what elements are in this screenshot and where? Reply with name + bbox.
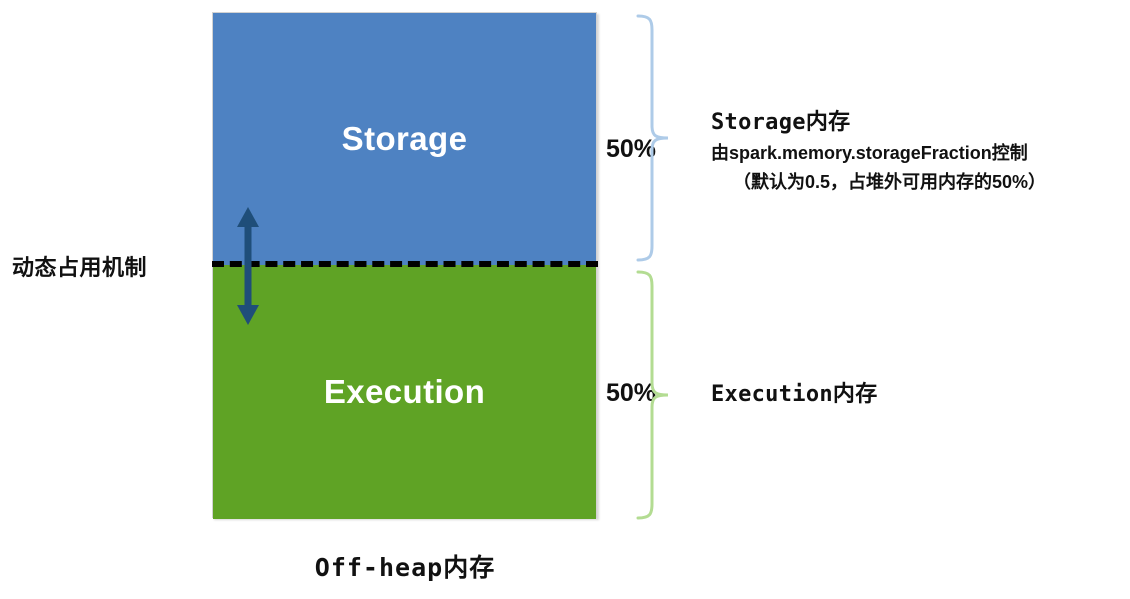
- storage-annotation: Storage内存 由spark.memory.storageFraction控…: [711, 104, 1046, 194]
- execution-curly-brace: [636, 270, 676, 520]
- off-heap-memory-caption: Off-heap内存: [314, 553, 496, 582]
- execution-annotation: Execution内存: [711, 376, 878, 408]
- execution-segment: Execution: [213, 265, 596, 519]
- storage-annotation-line-1: 由spark.memory.storageFraction控制: [711, 143, 1028, 163]
- double-headed-vertical-arrow-icon: [232, 207, 264, 325]
- storage-annotation-title: Storage内存: [711, 110, 851, 135]
- off-heap-memory-block: Storage Execution: [212, 12, 597, 519]
- dynamic-boundary-dashed-line: [212, 261, 598, 267]
- execution-percent-label: 50%: [605, 379, 657, 407]
- storage-annotation-line-2: （默认为0.5，占堆外可用内存的50%）: [733, 172, 1047, 192]
- execution-annotation-title: Execution内存: [711, 382, 878, 407]
- execution-segment-label: Execution: [323, 373, 486, 410]
- storage-segment-label: Storage: [341, 120, 468, 157]
- storage-percent-label: 50%: [605, 135, 657, 163]
- dynamic-occupancy-caption: 动态占用机制: [12, 255, 148, 280]
- storage-segment: Storage: [213, 13, 596, 265]
- storage-curly-brace: [636, 14, 676, 262]
